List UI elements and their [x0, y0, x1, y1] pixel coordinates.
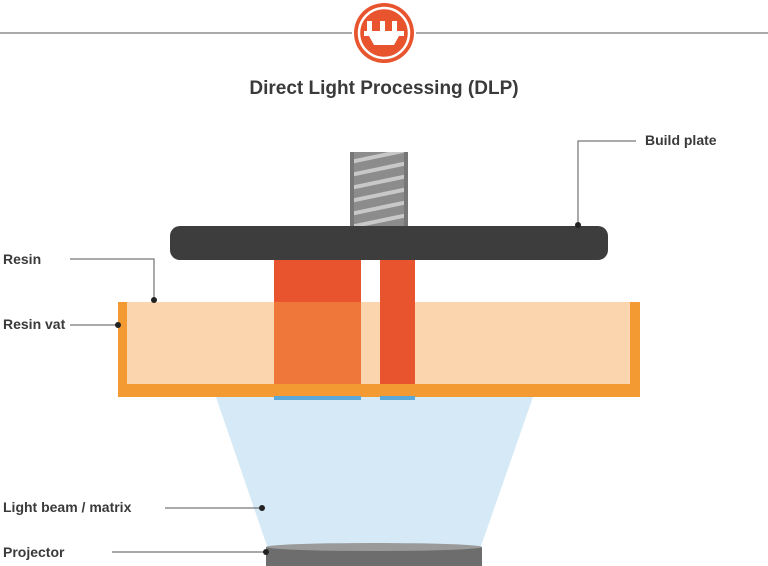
printed-part-right [380, 260, 415, 400]
callout-light-beam [165, 505, 265, 511]
page-title: Direct Light Processing (DLP) [249, 78, 519, 99]
dlp-printer-icon [354, 3, 414, 63]
label-light-beam: Light beam / matrix [3, 499, 132, 515]
label-resin-vat: Resin vat [3, 316, 66, 332]
callout-projector [112, 549, 269, 555]
label-resin: Resin [3, 251, 42, 267]
callout-build-plate [575, 140, 636, 228]
resin [127, 302, 630, 384]
lead-screw [350, 152, 408, 230]
callout-resin [70, 258, 157, 303]
projector [266, 543, 482, 566]
light-beam [216, 397, 533, 549]
label-build-plate: Build plate [645, 132, 717, 148]
printed-part-left [274, 260, 361, 400]
callout-resin-vat [70, 322, 121, 328]
build-plate [170, 226, 608, 260]
label-projector: Projector [3, 544, 65, 560]
